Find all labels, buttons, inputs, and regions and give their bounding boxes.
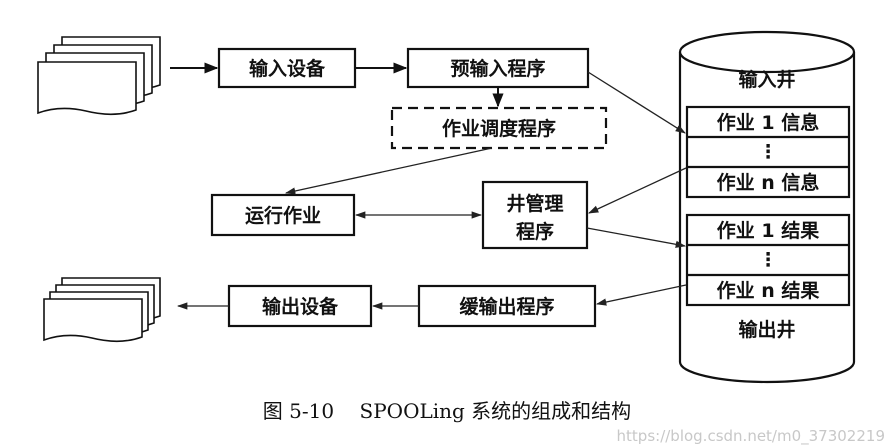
output-device-label: 输出设备	[262, 295, 339, 318]
output-well-ellipsis: ⋮	[759, 249, 778, 271]
output-paper-stack-icon	[43, 277, 161, 343]
pre-input-program-box: 预输入程序	[406, 47, 590, 89]
figure-caption: 图 5-10 SPOOLing 系统的组成和结构	[263, 399, 631, 423]
input-well-title: 输入井	[738, 68, 795, 91]
input-paper-stack-icon	[37, 36, 161, 116]
well-manager-label-line2: 程序	[516, 220, 554, 243]
output-well-slots: 作业 1 结果 ⋮ 作业 n 结果	[685, 213, 851, 307]
arrow-pre-input-to-input-well	[587, 71, 686, 134]
arrow-well-manager-to-output-well	[586, 227, 687, 248]
output-well-slot-first: 作业 1 结果	[717, 219, 819, 242]
job-scheduler-box: 作业调度程序	[390, 106, 608, 150]
input-well-slot-first: 作业 1 信息	[717, 111, 819, 134]
input-well-slots: 作业 1 信息 ⋮ 作业 n 信息	[685, 105, 851, 199]
arrow-scheduler-to-running-job	[284, 147, 493, 195]
input-device-box: 输入设备	[217, 47, 357, 89]
buffered-output-program-label: 缓输出程序	[459, 295, 554, 318]
watermark: https://blog.csdn.net/m0_37302219	[617, 427, 885, 446]
running-job-box: 运行作业	[210, 193, 356, 237]
input-well-ellipsis: ⋮	[759, 141, 778, 163]
arrow-input-well-to-well-manager	[588, 167, 687, 214]
input-well-slot-last: 作业 n 信息	[717, 171, 820, 194]
output-device-box: 输出设备	[227, 284, 373, 328]
well-manager-box: 井管理 程序	[481, 180, 589, 250]
job-scheduler-label: 作业调度程序	[442, 117, 556, 140]
input-device-label: 输入设备	[249, 57, 326, 80]
buffered-output-program-box: 缓输出程序	[417, 284, 597, 328]
running-job-label: 运行作业	[245, 204, 321, 227]
well-manager-label-line1: 井管理	[506, 192, 563, 215]
output-well-slot-last: 作业 n 结果	[717, 279, 820, 302]
arrows	[170, 62, 687, 310]
output-well-title: 输出井	[738, 318, 795, 341]
arrow-output-well-to-buffered-output	[595, 284, 687, 306]
pre-input-program-label: 预输入程序	[450, 57, 545, 80]
